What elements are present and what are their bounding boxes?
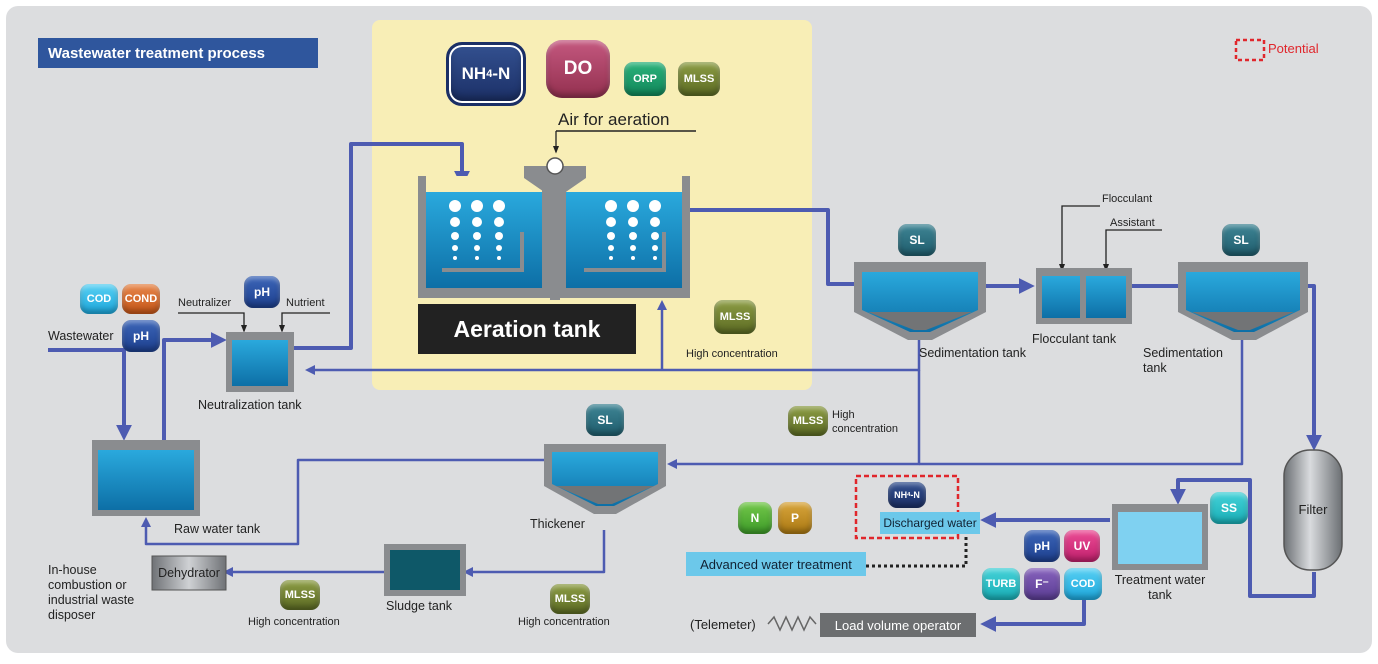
nutrient-label: Nutrient [286,297,325,309]
discharged-water-box: Discharged water [880,512,980,534]
mlss-thickener-badge: MLSS [550,584,590,614]
telemeter-zigzag [767,615,817,632]
mlss-thickener-note: High concentration [518,616,610,628]
ph-inlet-badge: pH [122,320,160,352]
mlss-return-note: High concentration [686,348,778,360]
sl-sed1-badge: SL [898,224,936,256]
raw-water-tank-vessel [92,440,200,516]
assistant-label: Assistant [1110,217,1155,229]
ss-sensor-badge: SS [1210,492,1248,524]
uv-sensor-badge: UV [1064,530,1100,562]
p-sensor-badge: P [778,502,812,534]
pipes [48,142,1322,632]
thickener-label: Thickener [530,517,585,531]
flocculant-tank-label: Flocculant tank [1032,332,1117,346]
legend-potential-label: Potential [1268,41,1319,56]
advanced-link [866,536,968,568]
dehydrator-label: Dehydrator [158,566,220,580]
advanced-treatment-box: Advanced water treatment [686,552,866,576]
inhouse-line-1: In-house [48,563,97,577]
telemeter-label: (Telemeter) [690,617,756,632]
filter-label: Filter [1298,502,1328,517]
cod-sensor-badge: COD [80,284,118,314]
ph-neutralization-badge: pH [244,276,280,308]
cod-treatment-badge: COD [1064,568,1102,600]
aeration-tank-vessel [418,157,690,300]
sedimentation-tank-1-vessel [854,262,986,340]
air-aeration-label: Air for aeration [558,110,670,129]
return-pipes [141,300,1244,577]
aeration-tank-label: Aeration tank [418,304,636,354]
dehydrator-vessel [151,555,227,591]
flocculant-label: Flocculant [1102,193,1153,205]
neutralization-tank-vessel [226,332,294,392]
legend-potential-box [1234,38,1266,62]
sl-sed2-badge: SL [1222,224,1260,256]
sludge-tank-vessel [384,544,466,596]
load-volume-operator-box: Load volume operator [820,613,976,637]
treatment-water-tank-vessel [1112,504,1208,570]
sl-thickener-badge: SL [586,404,624,436]
inhouse-line-3: industrial waste [48,593,135,607]
f-sensor-badge: F⁻ [1024,568,1060,600]
chemical-lines [178,130,1162,333]
inhouse-disposer-label: In-house combustion or industrial waste … [48,563,134,623]
flocculant-tank-vessel [1036,268,1132,324]
inhouse-line-4: disposer [48,608,96,622]
mlss-return-badge: MLSS [714,300,756,334]
thickener-vessel [544,444,666,514]
do-sensor-badge: DO [546,40,610,98]
treatment-water-tank-label: Treatment water tank [1114,573,1206,602]
filter-vessel [1283,449,1343,571]
sedimentation-tank-1-label: Sedimentation tank [919,346,1027,360]
sludge-tank-label: Sludge tank [386,599,453,613]
cond-sensor-badge: COND [122,284,160,314]
mlss-sed-note-1: High [832,409,855,421]
sedimentation-tank-2-vessel [1178,262,1308,340]
mlss-sensor-badge: MLSS [678,62,720,96]
ph-treatment-badge: pH [1024,530,1060,562]
page-title: Wastewater treatment process [38,38,318,68]
mlss-sed-badge: MLSS [788,406,828,436]
potential-box [854,474,960,540]
neutralization-tank-label: Neutralization tank [198,398,302,412]
n-sensor-badge: N [738,502,772,534]
raw-water-tank-label: Raw water tank [174,522,261,536]
neutralizer-label: Neutralizer [178,297,232,309]
mlss-sludge-badge: MLSS [280,580,320,610]
mlss-sludge-note: High concentration [248,616,340,628]
mlss-sed-note-2: concentration [832,423,899,435]
orp-sensor-badge: ORP [624,62,666,96]
wastewater-label: Wastewater [48,329,114,343]
turb-sensor-badge: TURB [982,568,1020,600]
sedimentation-tank-2-label: Sedimentation tank [1143,346,1223,375]
inhouse-line-2: combustion or [48,578,127,592]
